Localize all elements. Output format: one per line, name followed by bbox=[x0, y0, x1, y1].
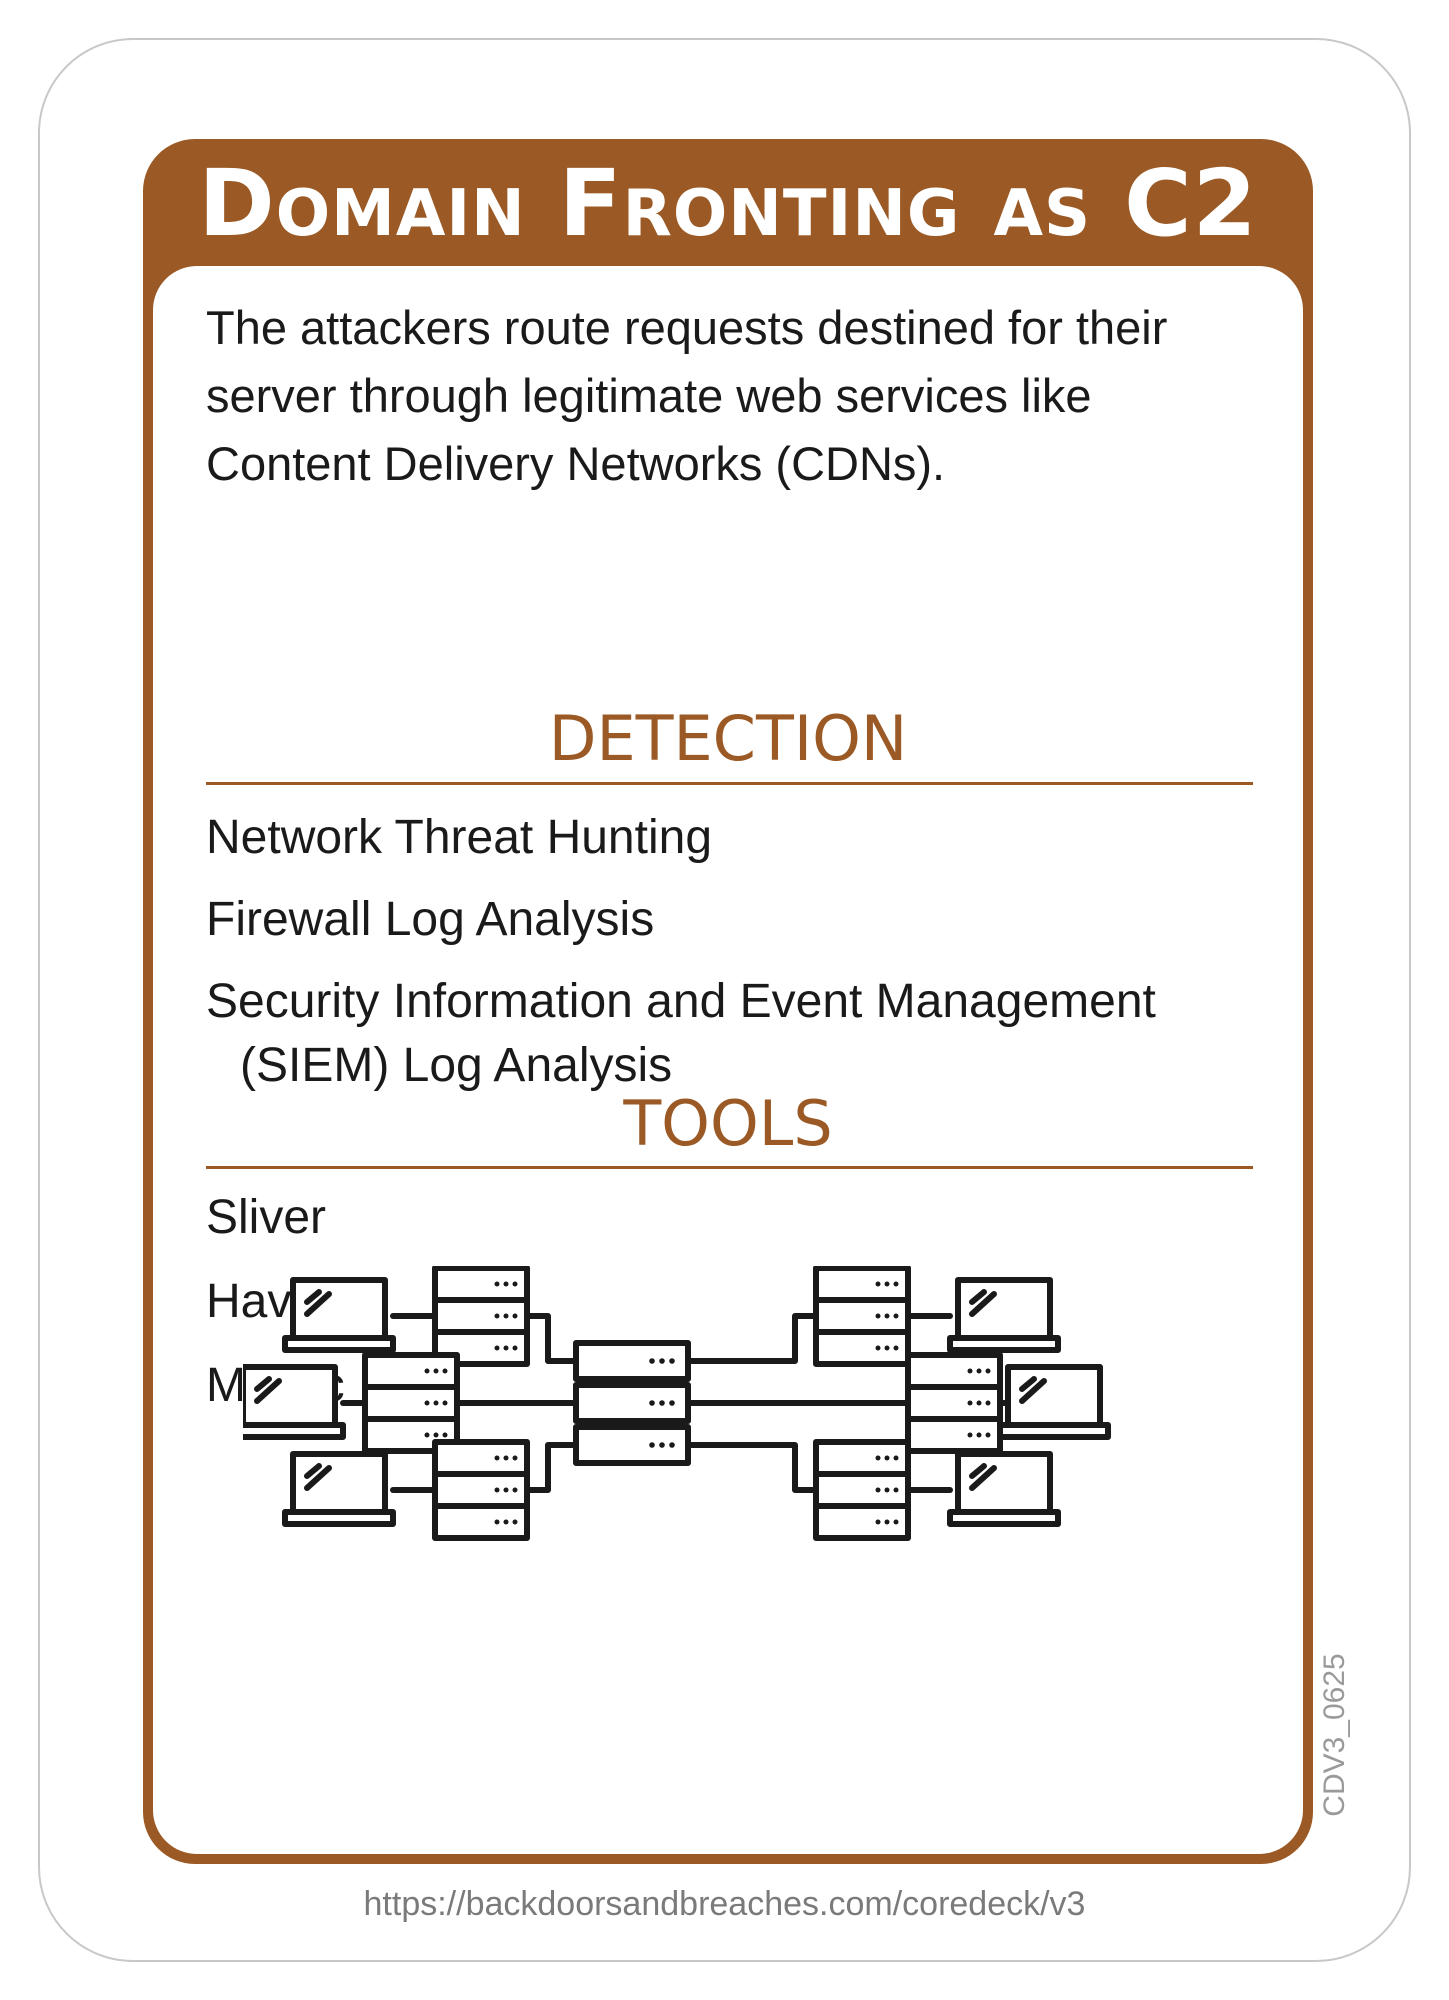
card-panel: Domain Fronting as C2 The attackers rout… bbox=[143, 139, 1313, 1864]
network-servers-laptops-icon bbox=[243, 1266, 1223, 1586]
connection-lines bbox=[340, 1313, 1027, 1493]
card-code-label: CDV3_0625 bbox=[1318, 1653, 1351, 1817]
detection-divider bbox=[206, 782, 1253, 785]
tools-divider bbox=[206, 1166, 1253, 1169]
tool-item: Sliver bbox=[206, 1191, 327, 1244]
footer-url[interactable]: https://backdoorsandbreaches.com/coredec… bbox=[363, 1885, 1086, 1923]
detection-item: Security Information and Event Managemen… bbox=[206, 975, 1156, 1092]
tools-heading: TOOLS bbox=[623, 1087, 833, 1160]
card-title: Domain Fronting as C2 bbox=[198, 150, 1258, 257]
card-body: The attackers route requests destined fo… bbox=[153, 266, 1303, 1854]
card-description: The attackers route requests destined fo… bbox=[206, 301, 1168, 490]
cdn-server-stack bbox=[576, 1343, 688, 1463]
detection-item: Firewall Log Analysis bbox=[206, 893, 655, 946]
detection-list: Network Threat Hunting Firewall Log Anal… bbox=[206, 806, 1246, 1116]
detection-item: Network Threat Hunting bbox=[206, 811, 713, 864]
detection-heading: DETECTION bbox=[548, 702, 908, 775]
